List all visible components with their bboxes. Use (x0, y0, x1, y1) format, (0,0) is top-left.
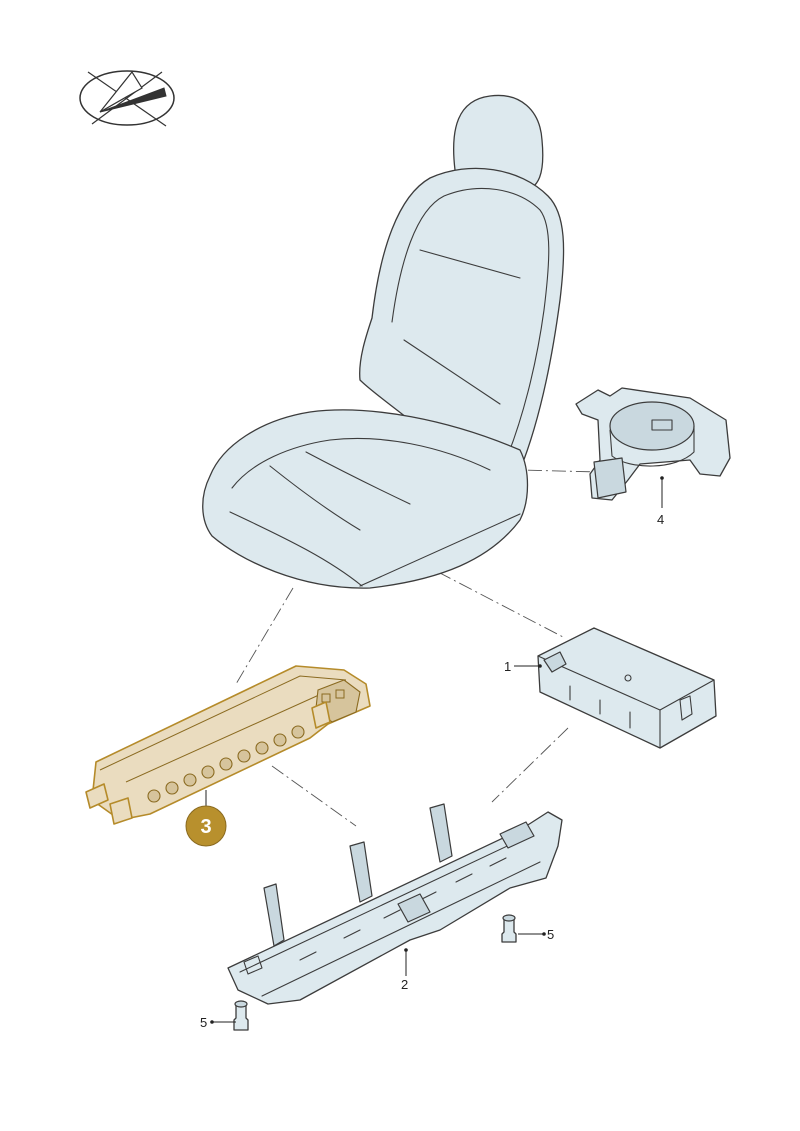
callout-4: 4 (657, 512, 664, 527)
leader-lines (205, 476, 664, 1024)
part-1-control-module (537, 627, 717, 749)
vehicle-direction-icon (79, 70, 175, 127)
part-5-screw-right (501, 914, 517, 943)
part-5-screw-left (233, 1000, 249, 1031)
callout-3: 3 (200, 816, 211, 838)
part-2-bracket (227, 803, 563, 1005)
callout-3-badge[interactable]: 3 (185, 805, 227, 847)
callout-2: 2 (401, 977, 408, 992)
callout-1: 1 (504, 659, 511, 674)
part-4-sensor (575, 387, 731, 501)
callout-5-left: 5 (200, 1015, 207, 1030)
callout-5-right: 5 (547, 927, 554, 942)
seat-illustration (202, 94, 565, 589)
part-3-connector-highlighted (85, 665, 371, 825)
